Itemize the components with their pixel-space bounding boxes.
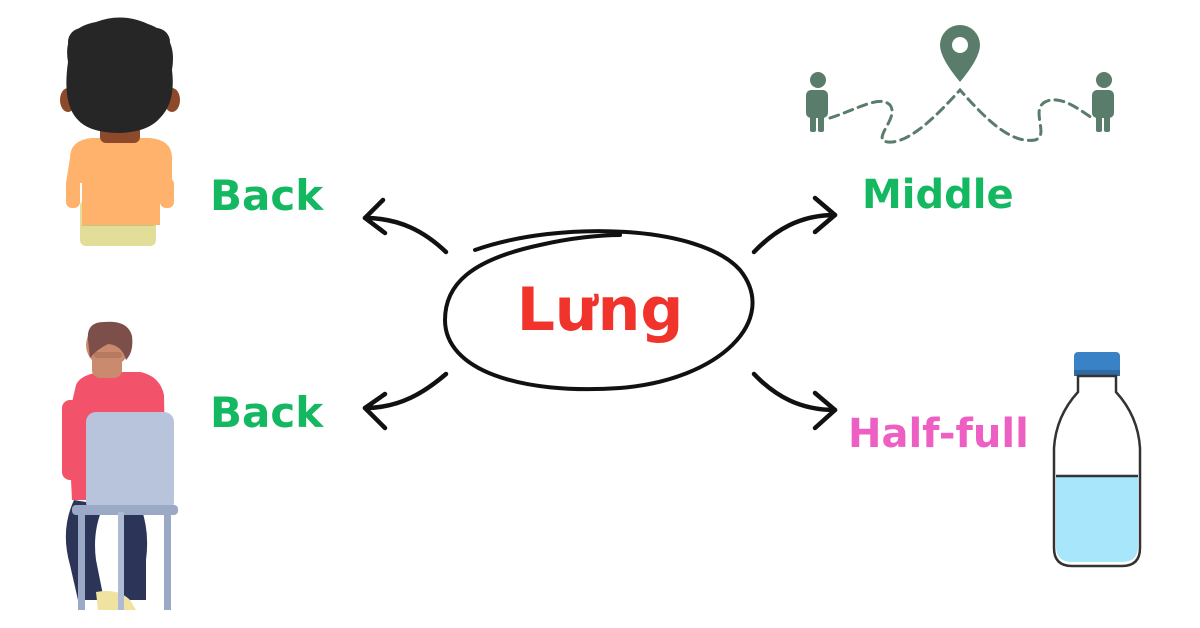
- center-word: Lưng: [516, 275, 684, 345]
- meaning-label-half-full: Half-full: [848, 411, 1029, 457]
- meaning-label-back-1: Back: [210, 171, 324, 220]
- meaning-label-middle: Middle: [862, 172, 1014, 218]
- route-map-pin-icon: [806, 25, 1114, 144]
- meaning-label-back-2: Back: [210, 388, 324, 437]
- person-on-chair-icon: [62, 321, 178, 610]
- arrow-to-half-full: [751, 371, 838, 431]
- boy-back-view-icon: [60, 17, 180, 246]
- arrow-to-back-1: [362, 197, 449, 255]
- arrow-to-middle: [751, 195, 838, 255]
- arrow-to-back-2: [362, 371, 449, 431]
- water-bottle-icon: [1052, 352, 1142, 568]
- center-ellipse: [442, 229, 755, 392]
